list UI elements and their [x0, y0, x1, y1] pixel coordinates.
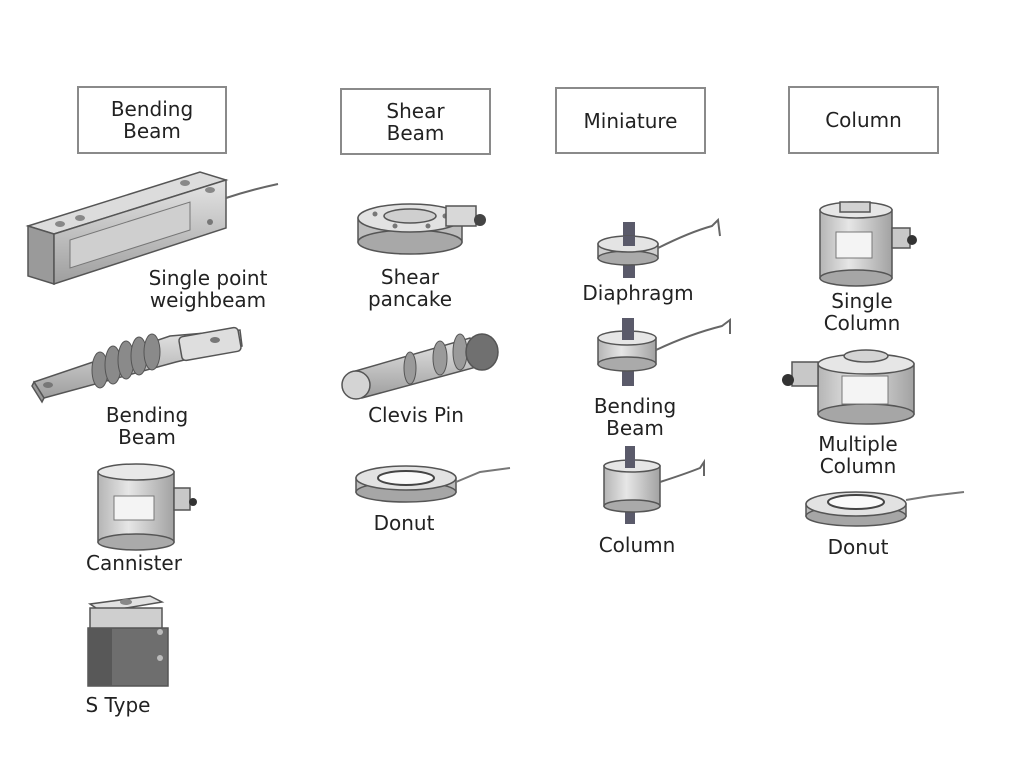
- label-cannister: Cannister: [86, 551, 182, 575]
- label-mini-column: Column: [598, 533, 676, 557]
- label-single-column: Single Column: [823, 289, 901, 335]
- label-diaphragm: Diaphragm: [582, 281, 694, 305]
- shear-pancake-icon: [357, 203, 486, 255]
- label-single-point-weighbeam: Single point weighbeam: [148, 266, 268, 312]
- multiple-column-icon: [782, 349, 915, 425]
- header-column: Column: [788, 86, 939, 154]
- label-donut-column: Donut: [827, 535, 889, 559]
- single-column-icon: [819, 201, 917, 287]
- label-multiple-column: Multiple Column: [818, 432, 898, 478]
- mini-column-icon: [603, 446, 705, 524]
- header-shear-beam: Shear Beam: [340, 88, 491, 155]
- label-bending-beam: Bending Beam: [105, 403, 189, 449]
- header-bending-beam: Bending Beam: [77, 86, 227, 154]
- label-mini-bending-beam: Bending Beam: [593, 394, 677, 440]
- label-s-type: S Type: [85, 693, 151, 717]
- header-miniature: Miniature: [555, 87, 706, 154]
- label-shear-pancake: Shear pancake: [367, 265, 453, 311]
- s-type-icon: [87, 595, 169, 687]
- diaphragm-icon: [597, 217, 721, 278]
- donut-column-icon: [805, 491, 965, 527]
- bending-beam-icon: [31, 326, 243, 404]
- donut-shear-icon: [355, 465, 511, 503]
- label-clevis-pin: Clevis Pin: [368, 403, 464, 427]
- clevis-pin-icon: [341, 333, 499, 400]
- label-donut-shear: Donut: [373, 511, 435, 535]
- mini-bending-beam-icon: [597, 318, 731, 386]
- single-point-weighbeam-icon: [25, 171, 279, 286]
- cannister-icon: [97, 463, 197, 551]
